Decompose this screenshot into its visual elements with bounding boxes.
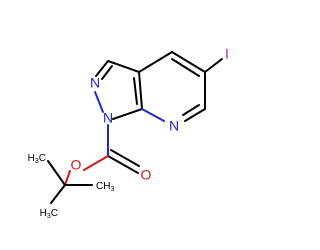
bond-n1-c7a <box>112 108 143 120</box>
bond-c3-c3a <box>107 60 140 73</box>
methyl-bottom-label: H3C <box>40 208 58 220</box>
bond-c4-c5-double <box>171 58 200 77</box>
atom-n2-label: N <box>90 75 100 91</box>
structure-canvas: N N N I O O H3C CH3 H3C <box>28 46 229 220</box>
bond-n2-n1 <box>94 91 104 113</box>
bond-n7-c7a <box>141 108 165 122</box>
svg-text:H3C: H3C <box>40 208 58 220</box>
bond-c-methyl-top <box>47 160 66 186</box>
bond-c3a-c7a-inner <box>133 77 138 105</box>
bond-c6-n7-double <box>182 104 200 116</box>
bond-c4-c5 <box>171 51 206 73</box>
bond-c3a-c4 <box>138 51 173 73</box>
molecule-structure: N N N I O O H3C CH3 H3C <box>28 46 229 220</box>
bond-o-tertbutyl-c <box>64 170 71 186</box>
bond-c3-n2-double <box>101 65 113 80</box>
svg-text:CH3: CH3 <box>96 181 114 193</box>
bond-c-methyl-bottom <box>50 184 66 204</box>
bond-c3-n2 <box>95 60 109 77</box>
svg-text:H3C: H3C <box>28 153 46 165</box>
atom-n1-label: N <box>103 110 113 126</box>
methyl-right-label: CH3 <box>96 181 114 193</box>
bond-c-o-carbonyl-1 <box>107 155 139 174</box>
atom-iodine-label: I <box>225 46 229 62</box>
bond-c5-i <box>204 58 223 73</box>
bond-c-o-ester <box>83 155 109 171</box>
bond-c-o-carbonyl-2 <box>110 149 140 167</box>
methyl-top-left-label: H3C <box>28 153 46 165</box>
atom-o-ester-label: O <box>71 157 82 173</box>
bond-c3a-c7a <box>138 71 143 110</box>
bond-c6-n7 <box>184 108 206 122</box>
atom-o-carbonyl-label: O <box>141 167 152 183</box>
atom-n7-label: N <box>169 118 179 134</box>
